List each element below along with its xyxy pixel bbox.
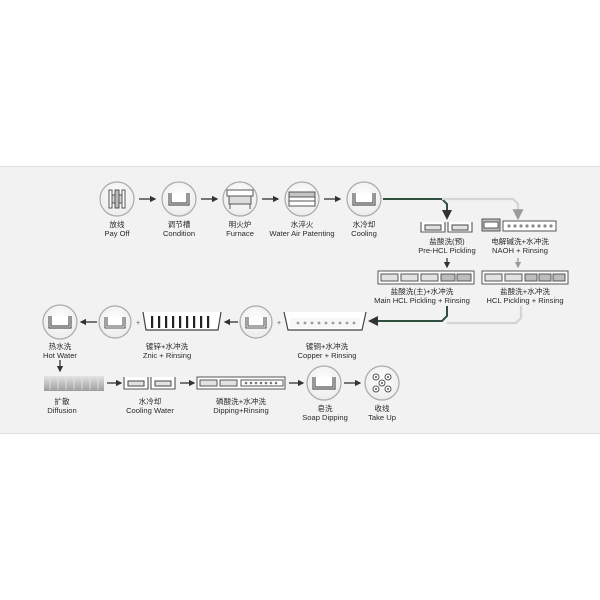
condition-node — [161, 181, 197, 217]
caption-en: Znic + Rinsing — [142, 351, 192, 360]
tank-icon — [245, 317, 267, 329]
electrolytic-tank-icon — [481, 218, 557, 232]
caption-copper-rinsing: 镀铜+水冲洗 Copper + Rinsing — [298, 342, 357, 360]
caption-dipping-rinsing: 磷酸洗+水冲洗 Dipping+Rinsing — [213, 397, 269, 415]
furnace-icon — [226, 189, 254, 209]
caption-zh: 盐酸洗(预) — [429, 237, 465, 246]
caption-zh: 水冷却 — [138, 397, 162, 406]
caption-pre-hcl-pickling: 盐酸洗(预) Pre-HCL Pickling — [418, 237, 476, 255]
dipping-rinsing-equipment — [196, 376, 286, 390]
spool-icon — [108, 189, 126, 209]
caption-zh: 电解碱洗+水冲洗 — [491, 237, 549, 246]
double-tank-icon — [420, 222, 473, 233]
caption-en: Cooling Water — [126, 406, 174, 415]
caption-zh: 盐酸洗+水冲洗 — [499, 287, 550, 296]
pipe-connector — [447, 306, 523, 325]
take-up-node — [364, 365, 400, 401]
caption-zh: 水冷却 — [352, 220, 376, 229]
caption-en: Pay Off — [104, 229, 130, 238]
tank-line-icon — [377, 270, 475, 285]
hcl-pickling-rinsing-equipment — [481, 270, 569, 285]
rinse-node — [239, 305, 273, 339]
caption-en: Take Up — [368, 413, 396, 422]
caption-hot-water: 热水洗 Hot Water — [43, 342, 77, 360]
caption-en: Main HCL Pickling + Rinsing — [374, 296, 470, 305]
payoff-node — [99, 181, 135, 217]
caption-en: Dipping+Rinsing — [213, 406, 269, 415]
caption-en: HCL Pickling + Rinsing — [486, 296, 564, 305]
caption-zh: 调节槽 — [167, 220, 191, 229]
caption-en: Condition — [162, 229, 196, 238]
plating-bath-icon — [283, 311, 367, 331]
pre-hcl-pickling-equipment — [420, 222, 473, 233]
rinse-node — [98, 305, 132, 339]
caption-zh: 热水洗 — [48, 342, 72, 351]
caption-naoh-rinsing: 电解碱洗+水冲洗 NAOH + Rinsing — [491, 237, 549, 255]
double-tank-icon — [123, 377, 176, 390]
copper-rinsing-equipment — [283, 311, 367, 331]
tank-line-icon — [196, 376, 286, 390]
znic-rinsing-equipment — [142, 311, 222, 331]
hot-water-node — [42, 304, 78, 340]
tank-icon — [104, 317, 126, 329]
caption-water-air-patenting: 水淬火 Water Air Patenting — [269, 220, 334, 238]
pipe-connector — [442, 197, 524, 221]
caption-furnace: 明火炉 Furnace — [226, 220, 254, 238]
caption-zh: 皂洗 — [317, 404, 333, 413]
caption-hcl-pickling-rinsing: 盐酸洗+水冲洗 HCL Pickling + Rinsing — [486, 287, 563, 305]
caption-diffusion: 扩散 Diffusion — [47, 397, 76, 415]
caption-zh: 镀铜+水冲洗 — [305, 342, 349, 351]
naoh-rinsing-equipment — [481, 218, 557, 232]
plating-bath-icon — [142, 311, 222, 331]
caption-znic-rinsing: 镀锌+水冲洗 Znic + Rinsing — [143, 342, 191, 360]
diffusion-equipment — [44, 376, 104, 391]
tank-icon — [48, 316, 72, 329]
caption-take-up: 收线 Take Up — [368, 404, 396, 422]
cooling-water-equipment — [123, 377, 176, 390]
tank-line-icon — [481, 270, 569, 285]
caption-en: NAOH + Rinsing — [492, 246, 548, 255]
caption-zh: 放线 — [109, 220, 125, 229]
take-up-reels-icon — [372, 373, 392, 393]
caption-en: Furnace — [226, 229, 254, 238]
caption-en: Copper + Rinsing — [297, 351, 357, 360]
main-hcl-pickling-equipment — [377, 270, 475, 285]
cooling-node — [346, 181, 382, 217]
caption-zh: 镀锌+水冲洗 — [145, 342, 189, 351]
caption-soap-dipping: 皂洗 Soap Dipping — [302, 404, 348, 422]
caption-en: Hot Water — [43, 351, 77, 360]
caption-en: Pre-HCL Pickling — [418, 246, 476, 255]
caption-en: Soap Dipping — [302, 413, 348, 422]
caption-cooling-water: 水冷却 Cooling Water — [126, 397, 174, 415]
caption-cooling: 水冷却 Cooling — [351, 220, 377, 238]
caption-zh: 盐酸洗(主)+水冲洗 — [390, 287, 454, 296]
caption-zh: 收线 — [374, 404, 390, 413]
quench-icon — [288, 191, 316, 207]
caption-zh: 磷酸洗+水冲洗 — [215, 397, 266, 406]
caption-main-hcl-pickling: 盐酸洗(主)+水冲洗 Main HCL Pickling + Rinsing — [374, 287, 470, 305]
caption-en: Water Air Patenting — [269, 229, 335, 238]
water-air-patenting-node — [284, 181, 320, 217]
plus-sign: + — [136, 320, 140, 327]
pipe-connector — [383, 198, 452, 220]
tank-icon — [168, 193, 190, 206]
furnace-node — [222, 181, 258, 217]
tank-icon — [312, 377, 336, 390]
caption-en: Diffusion — [47, 406, 77, 415]
caption-payoff: 放线 Pay Off — [104, 220, 129, 238]
caption-zh: 明火炉 — [228, 220, 252, 229]
caption-en: Cooling — [351, 229, 377, 238]
plus-sign: + — [277, 320, 281, 327]
soap-dipping-node — [306, 365, 342, 401]
caption-condition: 调节槽 Condition — [163, 220, 195, 238]
pipe-connector — [368, 306, 448, 326]
caption-zh: 扩散 — [54, 397, 70, 406]
tank-icon — [352, 193, 376, 206]
caption-zh: 水淬火 — [290, 220, 314, 229]
